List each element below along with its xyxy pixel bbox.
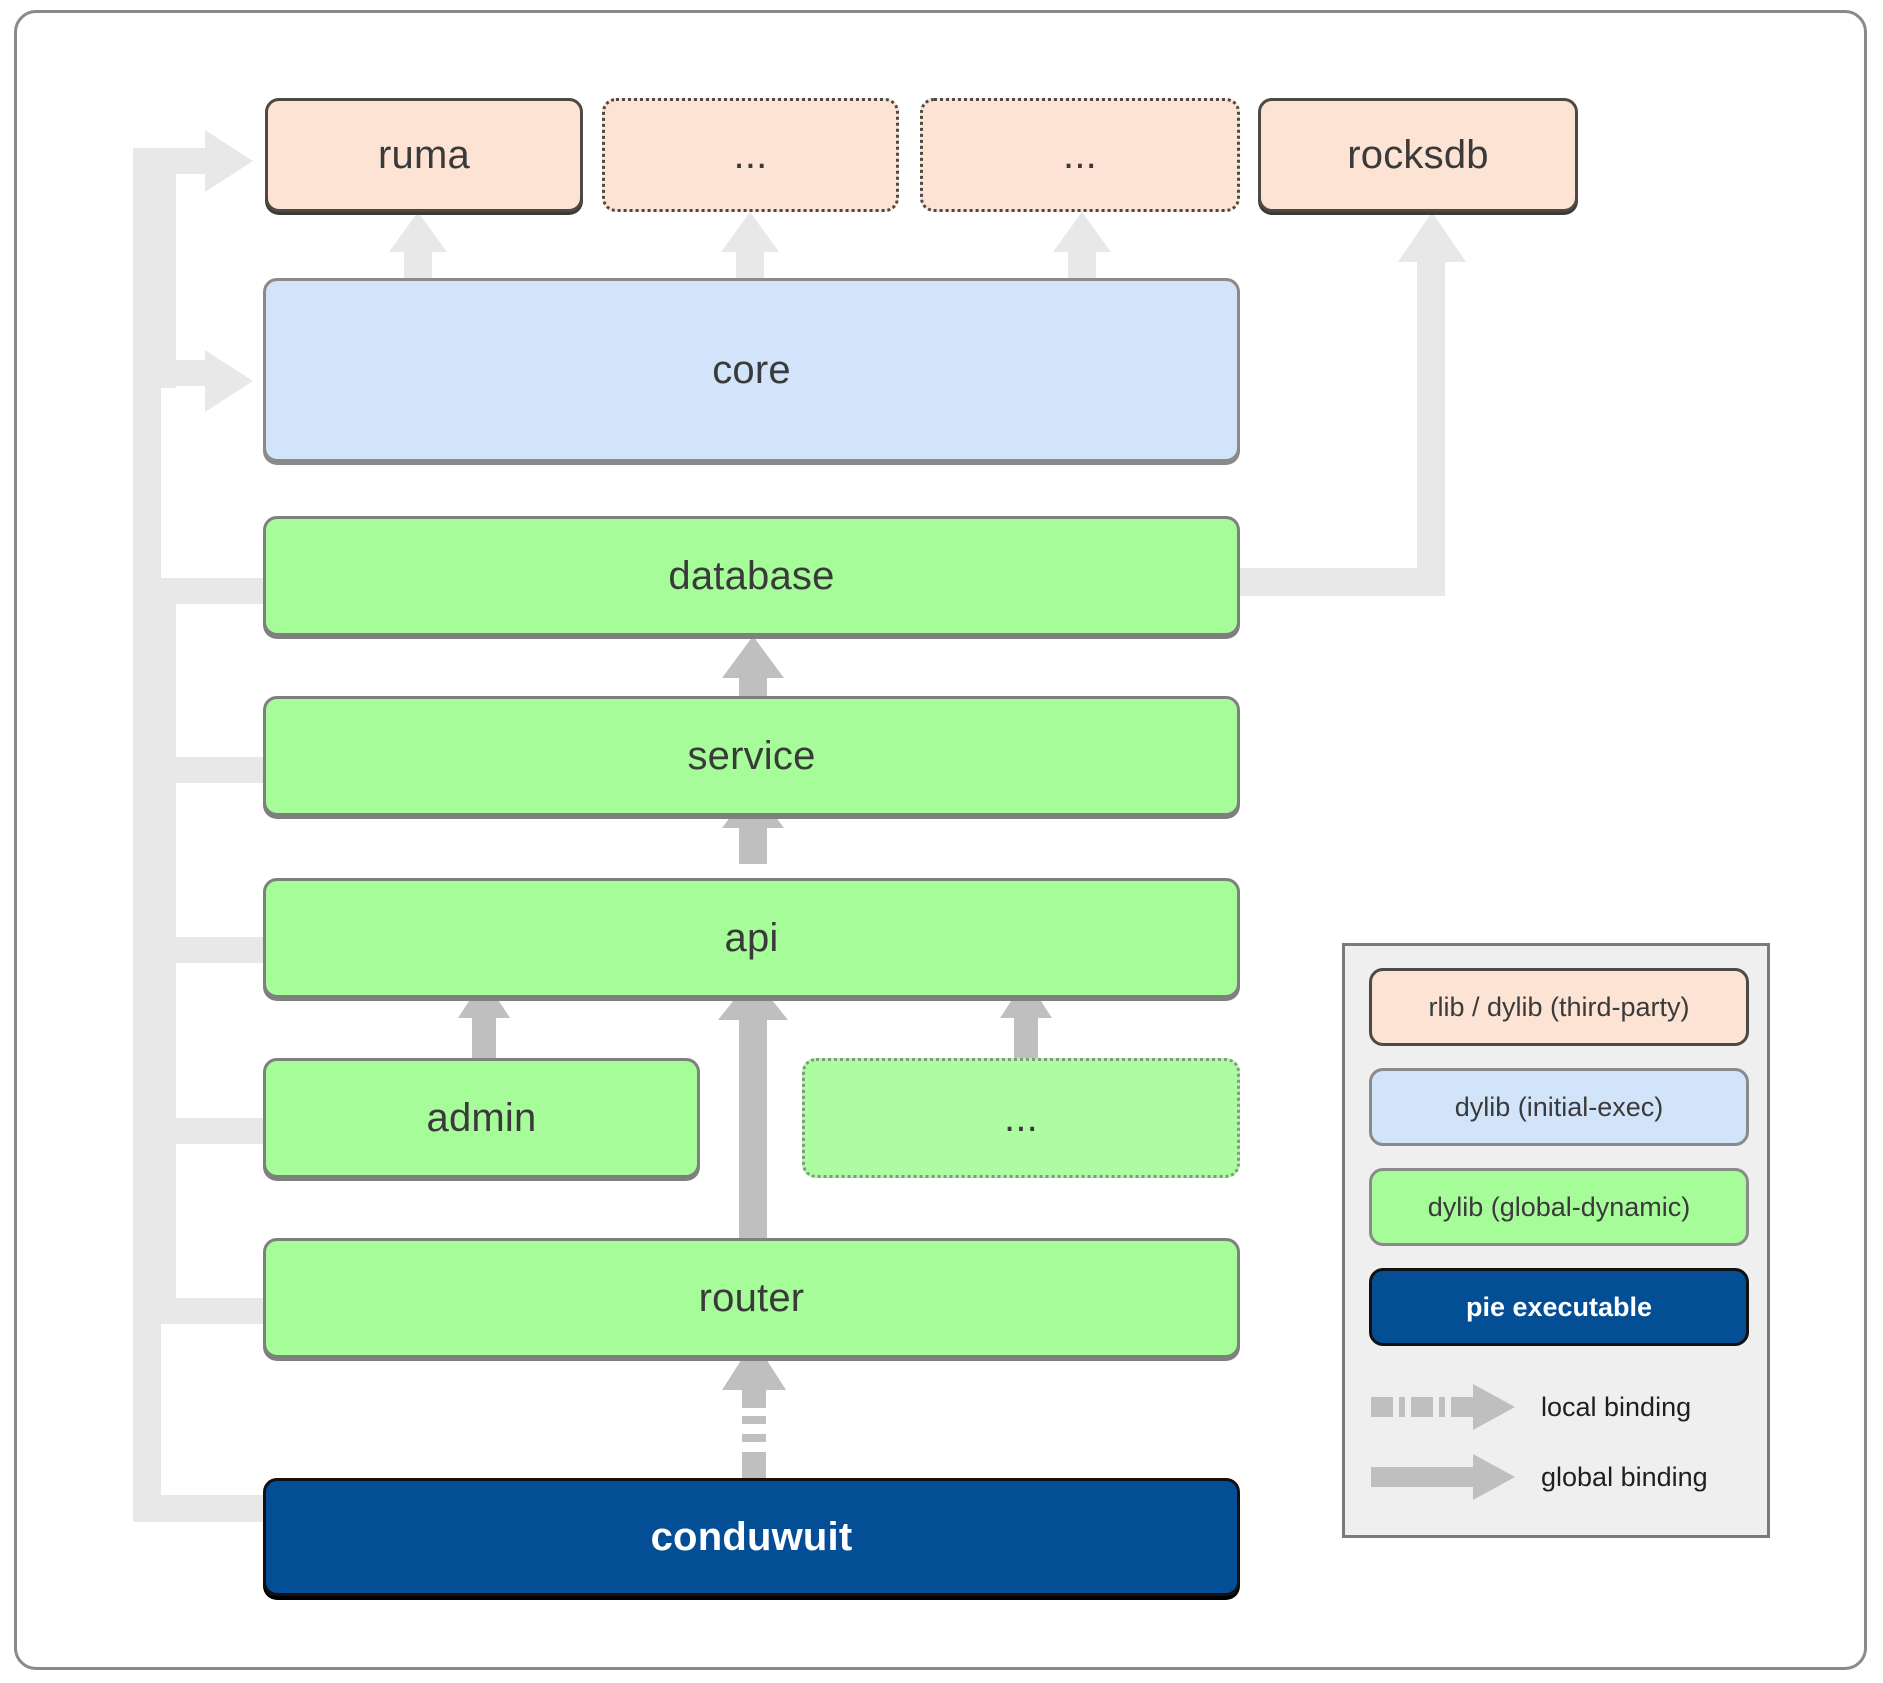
- node-ruma[interactable]: ruma: [265, 98, 583, 212]
- node-core[interactable]: core: [263, 278, 1240, 462]
- node-label: service: [687, 733, 816, 778]
- legend-swatch-third-party: rlib / dylib (third-party): [1369, 968, 1749, 1046]
- solid-arrow-icon: [1371, 1454, 1515, 1500]
- legend-panel: rlib / dylib (third-party) dylib (initia…: [1342, 943, 1770, 1538]
- node-api[interactable]: api: [263, 878, 1240, 998]
- node-label: ...: [1004, 1095, 1038, 1140]
- node-database[interactable]: database: [263, 516, 1240, 636]
- dashed-arrow-icon: [1371, 1384, 1515, 1430]
- legend-swatch-initial-exec: dylib (initial-exec): [1369, 1068, 1749, 1146]
- legend-row-global-binding: global binding: [1369, 1448, 1749, 1506]
- node-label: rocksdb: [1347, 132, 1489, 177]
- legend-swatch-global-dynamic: dylib (global-dynamic): [1369, 1168, 1749, 1246]
- legend-swatch-label: dylib (global-dynamic): [1427, 1191, 1691, 1222]
- node-label: core: [712, 347, 791, 392]
- legend-swatch-pie-executable: pie executable: [1369, 1268, 1749, 1346]
- node-admin[interactable]: admin: [263, 1058, 700, 1178]
- node-label: api: [724, 915, 779, 960]
- legend-swatch-label: rlib / dylib (third-party): [1428, 991, 1690, 1022]
- node-label: database: [668, 553, 835, 598]
- legend-swatch-label: pie executable: [1465, 1291, 1653, 1322]
- node-label: ruma: [378, 132, 470, 177]
- node-api-dots[interactable]: ...: [802, 1058, 1240, 1178]
- legend-row-label: local binding: [1541, 1391, 1692, 1422]
- node-label: ...: [1063, 132, 1097, 177]
- node-label: conduwuit: [650, 1514, 853, 1559]
- node-router[interactable]: router: [263, 1238, 1240, 1358]
- node-label: router: [698, 1275, 805, 1320]
- node-rocksdb[interactable]: rocksdb: [1258, 98, 1578, 212]
- node-label: admin: [426, 1095, 537, 1140]
- node-deps-dots-2[interactable]: ...: [920, 98, 1240, 212]
- node-deps-dots-1[interactable]: ...: [602, 98, 899, 212]
- node-service[interactable]: service: [263, 696, 1240, 816]
- node-conduwuit[interactable]: conduwuit: [263, 1478, 1240, 1596]
- legend-row-label: global binding: [1541, 1461, 1708, 1492]
- legend-swatch-label: dylib (initial-exec): [1454, 1091, 1664, 1122]
- legend-row-local-binding: local binding: [1369, 1378, 1749, 1436]
- node-label: ...: [733, 132, 768, 177]
